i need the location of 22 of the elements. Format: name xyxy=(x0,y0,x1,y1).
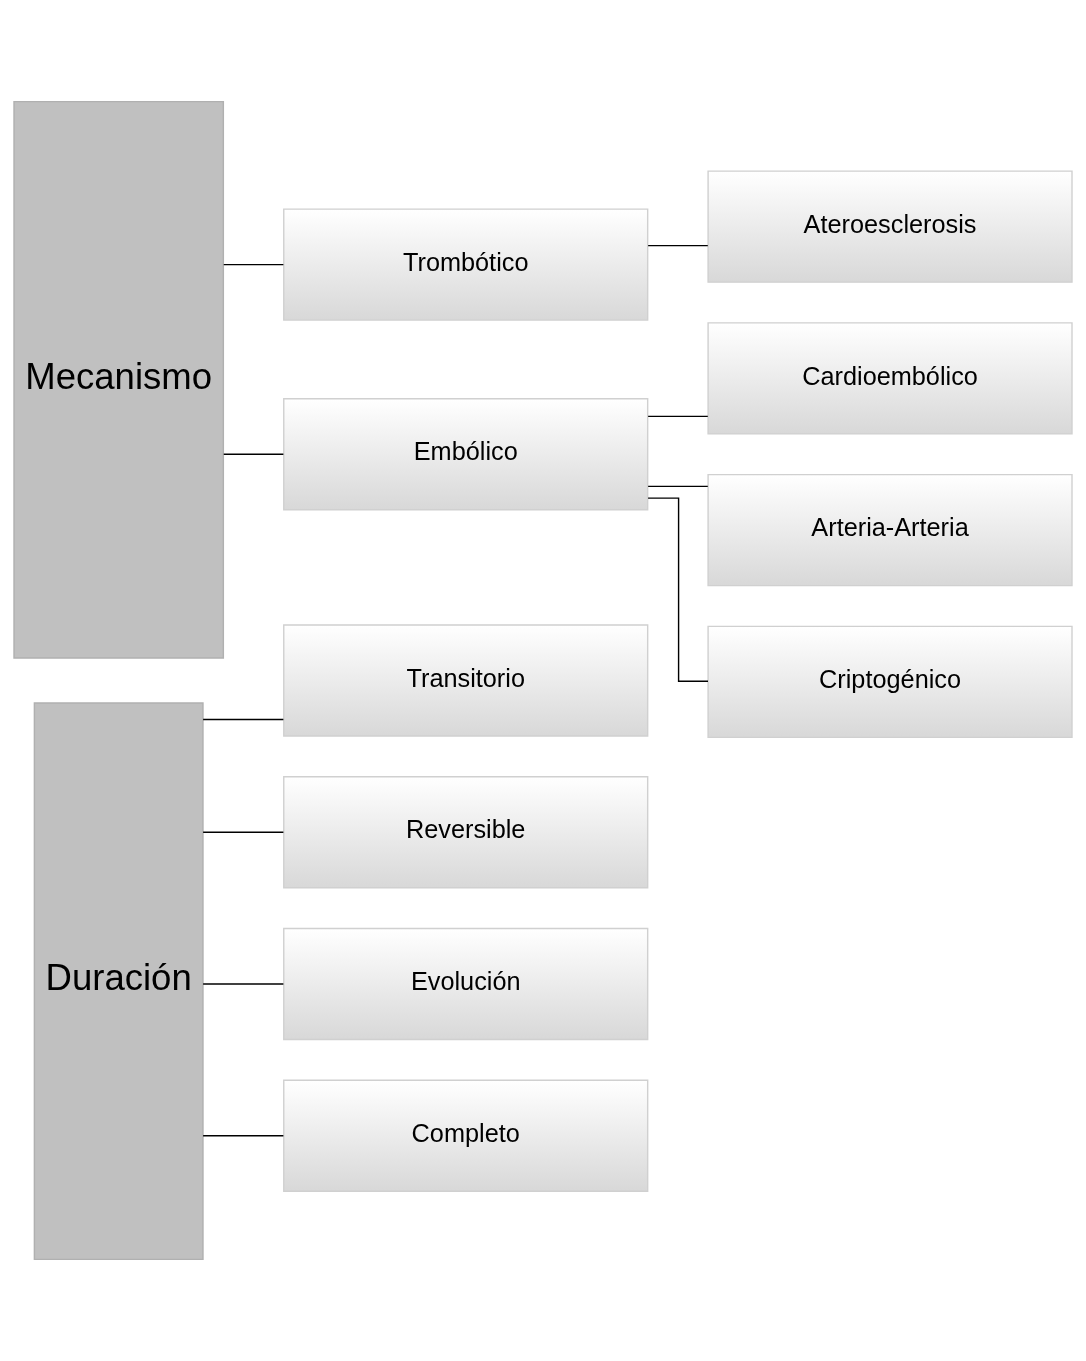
node-box: Ateroesclerosis xyxy=(707,170,1073,283)
node-box: Trombótico xyxy=(283,208,649,321)
node-box: Duración xyxy=(33,702,204,1261)
node-box: Evolución xyxy=(283,927,649,1041)
connector xyxy=(202,718,285,721)
node-box: Reversible xyxy=(283,776,649,889)
connector xyxy=(223,263,285,266)
connector xyxy=(202,831,285,833)
connector xyxy=(202,1135,285,1137)
connector xyxy=(647,497,709,682)
connector xyxy=(647,244,709,247)
connector xyxy=(647,485,709,488)
node-box: Completo xyxy=(283,1079,649,1192)
node-box: Mecanismo xyxy=(13,100,225,659)
connector xyxy=(202,983,285,985)
node-box: Transitorio xyxy=(283,624,649,737)
node-box: Cardioembólico xyxy=(707,322,1073,435)
node-box: Arteria-Arteria xyxy=(707,473,1073,587)
node-box: Embólico xyxy=(283,398,649,511)
node-box: Criptogénico xyxy=(707,625,1073,739)
connector xyxy=(223,453,285,455)
connector xyxy=(647,415,709,418)
